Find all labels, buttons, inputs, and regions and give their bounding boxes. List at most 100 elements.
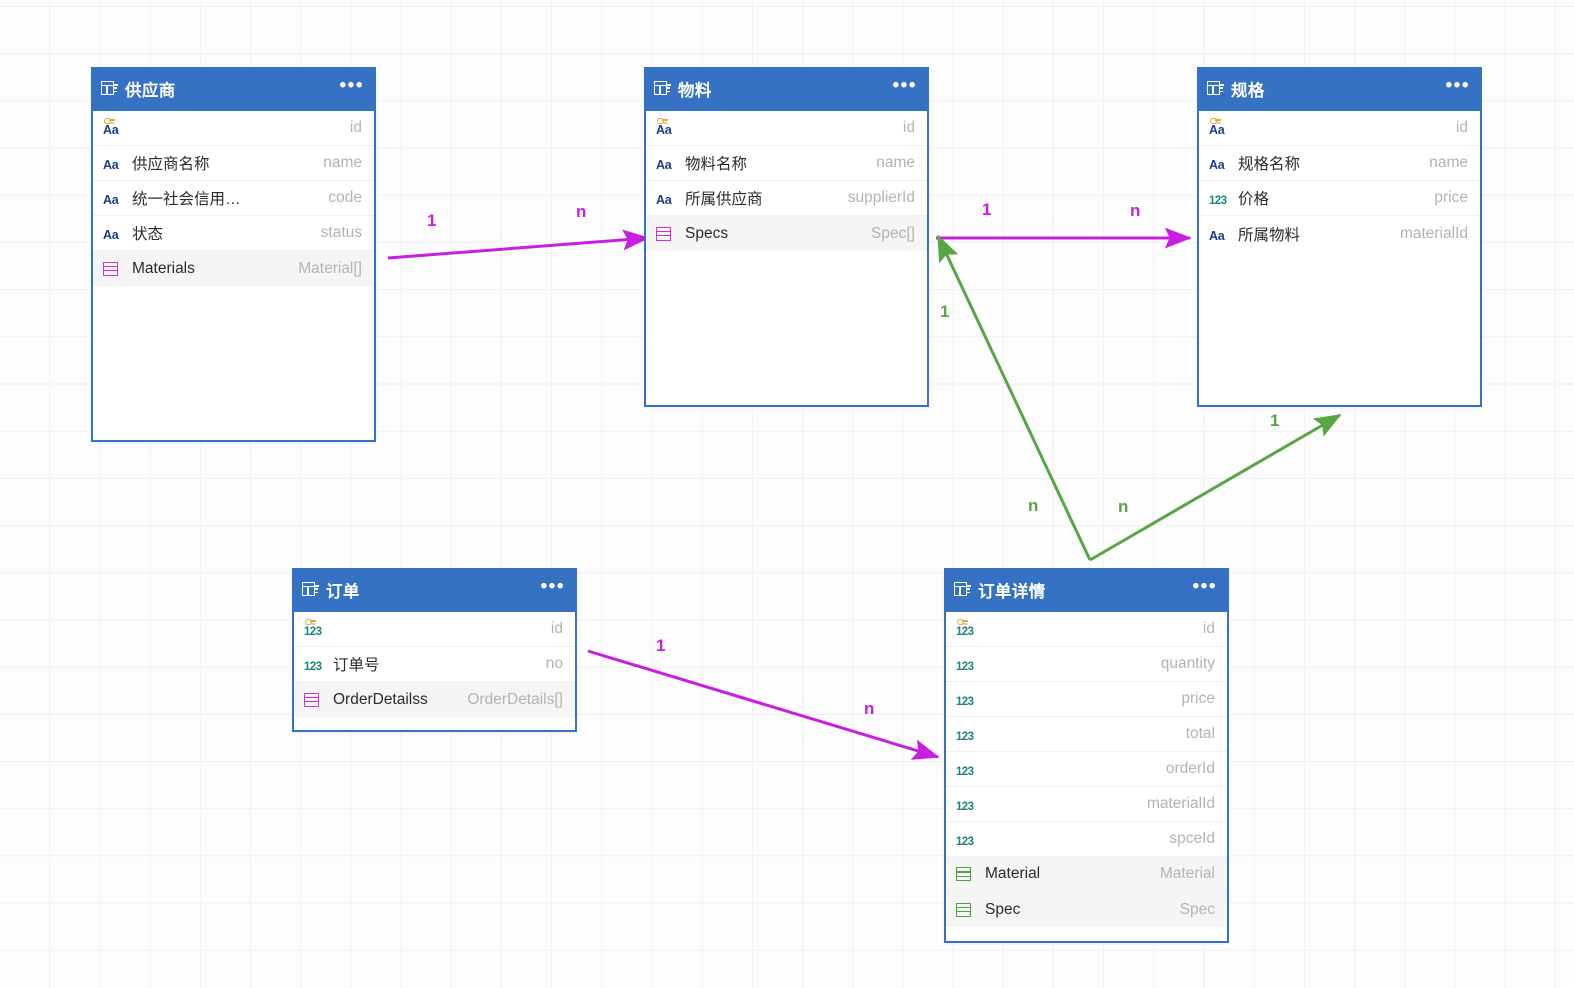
text-pk-icon: Aa: [1209, 117, 1231, 139]
number-icon: 123: [304, 661, 322, 673]
entity-title: 订单详情: [978, 583, 1046, 601]
text-icon: Aa: [103, 228, 119, 242]
entity-header-spec[interactable]: 规格 •••: [1197, 67, 1482, 111]
field-row[interactable]: Aa 供应商名称 name: [93, 146, 374, 181]
field-row[interactable]: 123 materialId: [946, 787, 1227, 822]
more-options-icon[interactable]: •••: [1445, 74, 1470, 96]
text-icon: Aa: [103, 158, 119, 172]
field-name: 统一社会信用…: [132, 191, 241, 208]
field-type: supplierId: [847, 189, 915, 206]
field-type: id: [550, 620, 563, 637]
field-type: id: [1202, 620, 1215, 637]
field-type: materialId: [1146, 795, 1215, 812]
field-name: 供应商名称: [132, 156, 210, 173]
field-type: name: [323, 154, 362, 171]
number-icon: 123: [956, 801, 974, 813]
relation-order-orderdetail[interactable]: [587, 649, 940, 760]
field-type: Material[]: [298, 259, 362, 277]
relation-table-icon: [656, 223, 678, 245]
table-icon: [654, 81, 671, 97]
relation-supplier-material[interactable]: [387, 229, 650, 260]
field-name: 物料名称: [685, 156, 748, 173]
field-row[interactable]: 123 orderId: [946, 752, 1227, 787]
more-options-icon[interactable]: •••: [1192, 575, 1217, 597]
field-type: quantity: [1160, 655, 1215, 672]
primary-key-icon: [1210, 117, 1221, 124]
field-row[interactable]: 123 id: [294, 612, 575, 647]
entity-header-orderdetail[interactable]: 订单详情 •••: [944, 568, 1229, 612]
field-type: Spec: [1179, 900, 1215, 918]
field-name: Materials: [132, 259, 195, 277]
primary-key-icon: [657, 117, 668, 124]
relation-table-icon: [304, 689, 326, 711]
table-icon: [302, 582, 319, 598]
number-icon: 123: [956, 766, 974, 778]
field-type: Material: [1159, 865, 1215, 882]
entity-title: 规格: [1231, 82, 1265, 100]
relation-orderdetail-spec[interactable]: [1089, 413, 1342, 562]
field-row[interactable]: 123 quantity: [946, 647, 1227, 682]
primary-key-icon: [957, 618, 968, 625]
field-name: 所属物料: [1238, 226, 1301, 244]
number-icon: 123: [956, 696, 974, 708]
number-icon: 123: [956, 661, 974, 673]
more-options-icon[interactable]: •••: [339, 74, 364, 96]
field-name: 所属供应商: [685, 191, 763, 208]
entity-header-order[interactable]: 订单 •••: [292, 568, 577, 612]
cardinality-label: 1: [656, 636, 666, 655]
field-name: OrderDetailss: [333, 690, 428, 708]
entity-header-supplier[interactable]: 供应商•••: [91, 67, 376, 111]
cardinality-label: 1: [427, 211, 437, 230]
field-row[interactable]: 123 订单号 no: [294, 647, 575, 682]
number-icon: 123: [1209, 195, 1227, 207]
cardinality-label: 1: [1270, 411, 1280, 430]
entity-header-material[interactable]: 物料•••: [644, 67, 929, 111]
field-type: id: [902, 119, 915, 136]
field-type: spceId: [1169, 830, 1215, 847]
field-type: total: [1185, 725, 1215, 742]
relation-orderdetail-material[interactable]: [936, 234, 1092, 561]
number-pk-icon: 123: [304, 618, 326, 640]
number-pk-icon: 123: [956, 618, 978, 640]
field-row[interactable]: 123 id: [946, 612, 1227, 647]
text-pk-icon: Aa: [103, 117, 125, 139]
cardinality-label: 1: [982, 200, 992, 219]
field-row[interactable]: Materials Material[]: [93, 251, 374, 286]
field-type: no: [545, 655, 563, 672]
field-name: 订单号: [333, 657, 380, 674]
more-options-icon[interactable]: •••: [540, 575, 565, 597]
relation-table-icon-green: [956, 899, 978, 921]
field-type: name: [1429, 154, 1468, 171]
number-icon: 123: [956, 731, 974, 743]
entity-title: 订单: [326, 583, 360, 601]
field-type: name: [876, 154, 915, 171]
field-row[interactable]: 123 total: [946, 717, 1227, 752]
field-type: orderId: [1165, 760, 1215, 777]
more-options-icon[interactable]: •••: [892, 74, 917, 96]
